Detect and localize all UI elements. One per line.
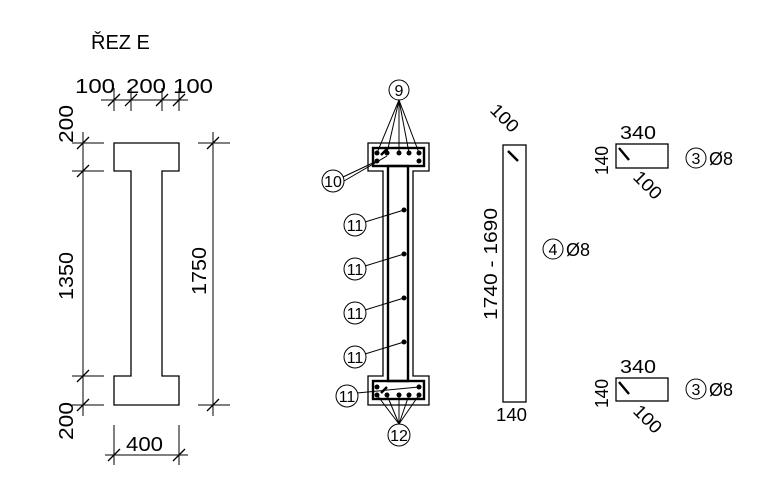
mark-10-label: 10 xyxy=(324,174,342,191)
bar-3-top-length: 340 xyxy=(620,123,656,143)
top-dim-100-right: 100 xyxy=(173,76,213,98)
bottom-dim-400: 400 xyxy=(126,434,163,456)
top-dim-100-left: 100 xyxy=(75,76,115,98)
reinforced-section-outline xyxy=(367,142,430,406)
mark-11-label-4: 11 xyxy=(347,350,364,367)
i-section-outline xyxy=(113,142,180,406)
left-height-dimension xyxy=(72,132,104,416)
bar-3-bottom-size: Ø8 xyxy=(709,380,733,400)
mark-11-label-1: 11 xyxy=(347,218,364,235)
bar-4-number: 4 xyxy=(549,242,558,259)
mark-11-group xyxy=(335,209,420,408)
bar-3-top-number: 3 xyxy=(692,151,701,168)
bar-4-label xyxy=(542,238,564,260)
bar-3-bottom-shape xyxy=(615,377,669,402)
mark-11-label-5: 11 xyxy=(339,389,356,406)
bar-3-top-shape xyxy=(615,143,669,169)
bar-3-bottom-length: 340 xyxy=(620,357,656,377)
left-dim-200-top: 200 xyxy=(56,105,78,143)
mark-12-label: 12 xyxy=(390,428,408,445)
total-height-1750: 1750 xyxy=(189,247,211,295)
bottom-width-dimension xyxy=(105,425,188,465)
total-height-dimension xyxy=(198,132,230,416)
top-width-dimension xyxy=(101,88,188,111)
left-dim-1350: 1350 xyxy=(56,252,78,300)
mark-11-label-3: 11 xyxy=(347,306,364,323)
mark-11-label-2: 11 xyxy=(347,262,364,279)
bar-3-bottom-hook: 100 xyxy=(629,401,666,438)
mark-12 xyxy=(376,394,420,447)
bar-4-hook-length: 100 xyxy=(486,100,523,137)
top-dim-200: 200 xyxy=(126,76,166,98)
bar-3-bottom-height: 140 xyxy=(592,379,612,408)
bar-3-top-label xyxy=(685,147,707,169)
mark-9-label: 9 xyxy=(395,83,404,100)
bar-3-top-hook: 100 xyxy=(629,167,666,204)
bar-4-width: 140 xyxy=(496,405,527,425)
mark-9 xyxy=(376,79,420,154)
bar-4-size: Ø8 xyxy=(566,240,590,260)
bar-3-bottom-label xyxy=(685,378,707,400)
bar-3-top-height: 140 xyxy=(592,146,612,175)
section-title: ŘEZ E xyxy=(91,31,150,54)
mark-10 xyxy=(321,155,388,193)
stirrups xyxy=(371,146,426,401)
bar-3-top-size: Ø8 xyxy=(709,149,733,169)
left-dim-200-bottom: 200 xyxy=(56,402,78,440)
bar-4-shape xyxy=(502,144,527,403)
bar-4-length: 1740 - 1690 xyxy=(481,208,501,320)
bar-3-bottom-number: 3 xyxy=(692,382,701,399)
longitudinal-bars xyxy=(374,150,422,398)
